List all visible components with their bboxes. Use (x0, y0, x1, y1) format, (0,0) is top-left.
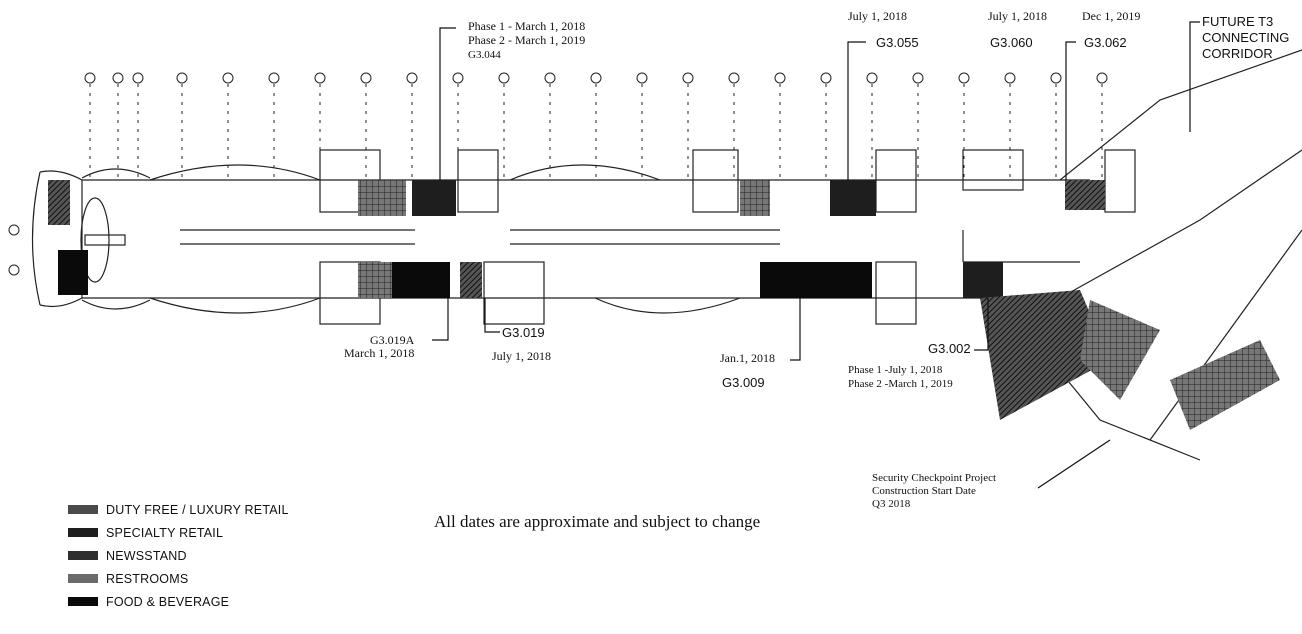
legend-label: RESTROOMS (106, 571, 189, 586)
gate-label-g3-019a: G3.019A (370, 333, 415, 347)
legend-swatch (68, 574, 98, 583)
column-marker (774, 72, 786, 84)
callout-g3-044-phase1: Phase 1 - March 1, 2018 (468, 19, 586, 33)
gate-label-g3-002: G3.002 (928, 341, 971, 356)
callout-g3-062-date: Dec 1, 2019 (1082, 9, 1141, 23)
legend-swatch (68, 551, 98, 560)
callout-g3-002-phase2: Phase 2 -March 1, 2019 (848, 378, 953, 390)
row-marker (8, 264, 20, 276)
column-marker (406, 72, 418, 84)
column-marker (268, 72, 280, 84)
callout-g3-044-phase2: Phase 2 - March 1, 2019 (468, 33, 586, 47)
column-marker (1096, 72, 1108, 84)
column-marker (636, 72, 648, 84)
column-marker (176, 72, 188, 84)
security-note-line2: Construction Start Date (872, 485, 976, 497)
column-marker (314, 72, 326, 84)
callout-g3-060-date: July 1, 2018 (988, 9, 1048, 23)
security-note-line3: Q3 2018 (872, 498, 911, 510)
legend-swatch (68, 505, 98, 514)
column-marker (958, 72, 970, 84)
gate-label-g3-044: G3.044 (468, 49, 501, 61)
gate-label-g3-060: G3.060 (990, 35, 1033, 50)
callout-g3-055-date: July 1, 2018 (848, 9, 908, 23)
column-marker (222, 72, 234, 84)
gate-label-g3-062: G3.062 (1084, 35, 1127, 50)
column-marker (590, 72, 602, 84)
legend-item-duty-free: DUTY FREE / LUXURY RETAIL (68, 498, 289, 521)
callout-g3-009-date: Jan.1, 2018 (720, 351, 775, 365)
column-marker (360, 72, 372, 84)
column-marker (452, 72, 464, 84)
legend-item-newsstand: NEWSSTAND (68, 544, 289, 567)
column-marker (682, 72, 694, 84)
gate-label-g3-055: G3.055 (876, 35, 919, 50)
t3-corridor-label-3: CORRIDOR (1202, 46, 1273, 61)
column-marker (1004, 72, 1016, 84)
legend: DUTY FREE / LUXURY RETAIL SPECIALTY RETA… (68, 498, 289, 613)
legend-label: DUTY FREE / LUXURY RETAIL (106, 502, 289, 517)
column-marker (728, 72, 740, 84)
legend-item-specialty-retail: SPECIALTY RETAIL (68, 521, 289, 544)
legend-swatch (68, 528, 98, 537)
column-marker (544, 72, 556, 84)
legend-item-food-beverage: FOOD & BEVERAGE (68, 590, 289, 613)
legend-label: NEWSSTAND (106, 548, 187, 563)
callout-g3-002-phase1: Phase 1 -July 1, 2018 (848, 364, 943, 376)
column-marker (912, 72, 924, 84)
legend-swatch (68, 597, 98, 606)
legend-item-restrooms: RESTROOMS (68, 567, 289, 590)
column-marker (820, 72, 832, 84)
row-marker (8, 224, 20, 236)
gate-label-g3-009: G3.009 (722, 375, 765, 390)
gate-label-g3-019: G3.019 (502, 325, 545, 340)
security-note-line1: Security Checkpoint Project (872, 472, 997, 484)
column-marker (498, 72, 510, 84)
column-marker (112, 72, 124, 84)
t3-corridor-label-1: FUTURE T3 (1202, 14, 1274, 29)
column-marker (866, 72, 878, 84)
callout-g3-019-date: July 1, 2018 (492, 349, 552, 363)
callout-g3-019a-date: March 1, 2018 (344, 346, 415, 360)
column-marker (84, 72, 96, 84)
disclaimer-note: All dates are approximate and subject to… (434, 512, 761, 531)
t3-corridor-label-2: CONNECTING (1202, 30, 1290, 45)
legend-label: FOOD & BEVERAGE (106, 594, 230, 609)
column-marker (132, 72, 144, 84)
legend-label: SPECIALTY RETAIL (106, 525, 224, 540)
column-marker (1050, 72, 1062, 84)
